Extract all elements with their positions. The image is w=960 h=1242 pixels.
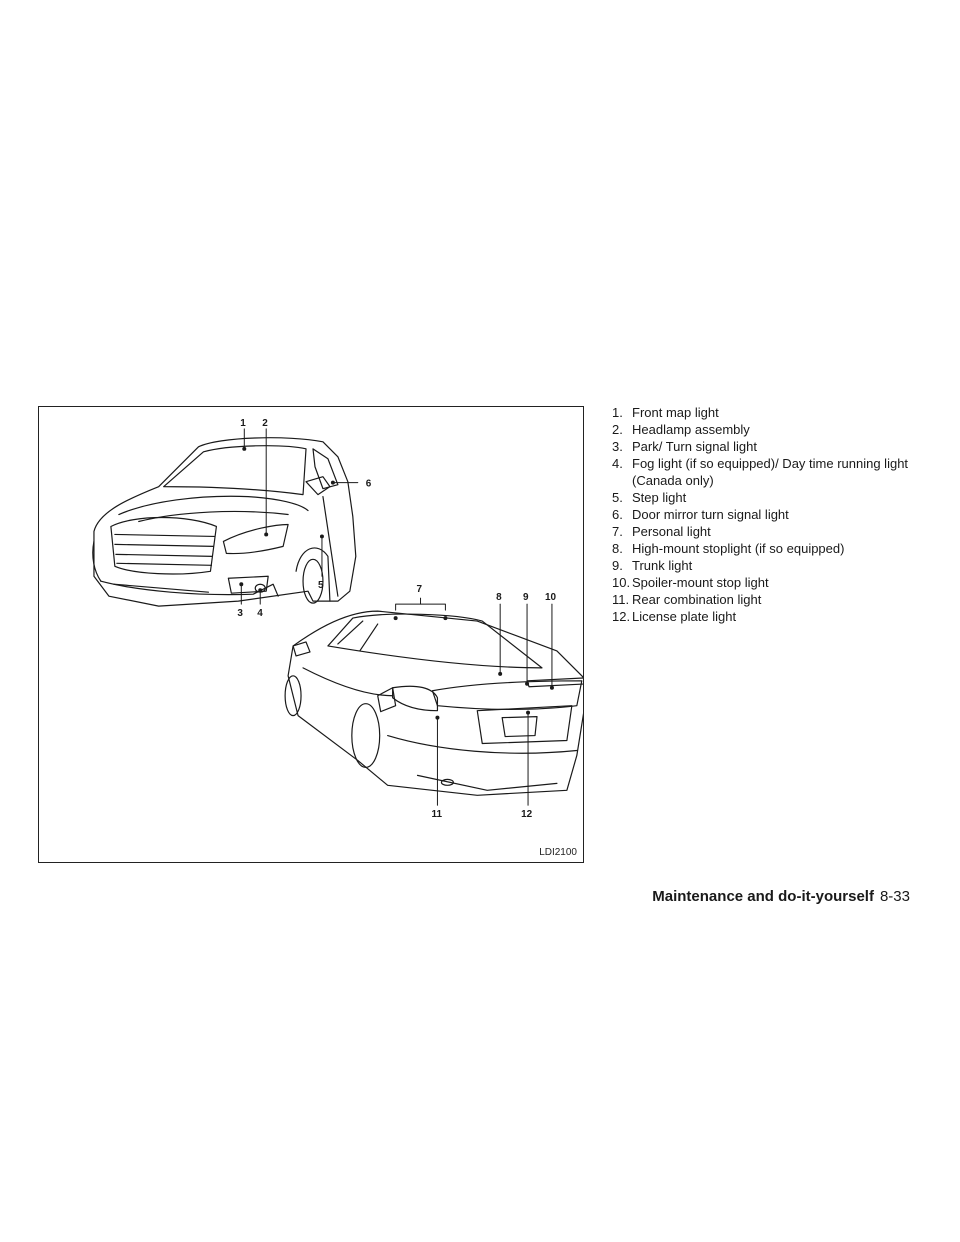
callout-5: 5 [318, 580, 324, 591]
figure-ref-code: LDI2100 [539, 847, 577, 858]
legend-item: 10.Spoiler-mount stop light [612, 575, 769, 590]
callout-9: 9 [523, 592, 529, 603]
rear-car-drawing [284, 610, 583, 796]
legend-item: 8.High-mount stoplight (if so equipped) [612, 541, 845, 556]
legend-item: 4.Fog light (if so equipped)/ Day time r… [612, 456, 909, 488]
lights-figure: 1 2 3 4 5 6 7 8 9 10 11 12 LDI2100 [38, 406, 584, 863]
callout-leaders [240, 428, 553, 806]
legend-item: 7.Personal light [612, 524, 711, 539]
legend-item: 3.Park/ Turn signal light [612, 439, 758, 454]
lights-legend: 1.Front map light 2.Headlamp assembly 3.… [612, 404, 922, 625]
page-footer: Maintenance and do-it-yourself 8-33 [652, 888, 910, 905]
legend-item: 5.Step light [612, 490, 687, 505]
legend-item: 1.Front map light [612, 405, 719, 420]
callout-2: 2 [262, 418, 268, 429]
legend-item: 6.Door mirror turn signal light [612, 507, 789, 522]
page-number: 8-33 [879, 888, 910, 905]
car-lights-diagram: 1 2 3 4 5 6 7 8 9 10 11 12 [92, 418, 583, 820]
callout-3: 3 [237, 608, 243, 619]
legend-item: 12.License plate light [612, 609, 737, 624]
legend-item: 11.Rear combination light [612, 592, 762, 607]
section-title: Maintenance and do-it-yourself [652, 888, 874, 905]
callout-12: 12 [521, 809, 533, 820]
callout-11: 11 [431, 809, 442, 820]
callout-4: 4 [257, 608, 263, 619]
front-car-drawing [92, 437, 357, 607]
callout-6: 6 [366, 479, 372, 490]
legend-item: 9.Trunk light [612, 558, 693, 573]
callout-8: 8 [496, 592, 502, 603]
callout-7: 7 [417, 584, 423, 595]
callout-10: 10 [545, 592, 557, 603]
callout-1: 1 [240, 418, 246, 429]
legend-item: 2.Headlamp assembly [612, 422, 750, 437]
